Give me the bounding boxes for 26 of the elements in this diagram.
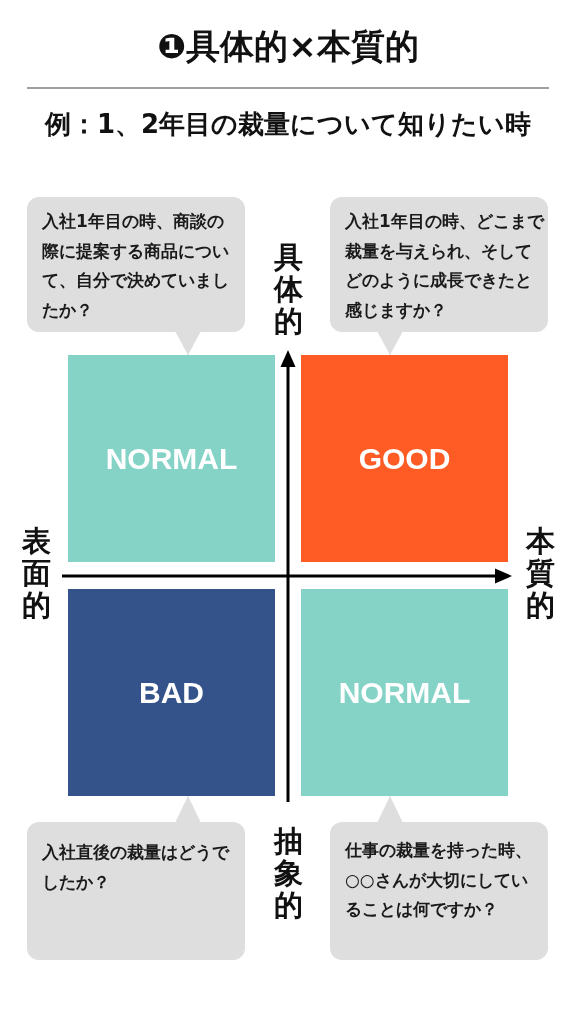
title: ❶具体的×本質的 — [157, 25, 419, 68]
quadrant-box — [301, 589, 508, 796]
axis-label: 本質的 — [525, 526, 555, 622]
question-text: 入社1年目の時、どこまで裁量を与えられ、そしてどのように成長できたと感じますか？ — [345, 210, 546, 322]
speech-bubble — [330, 822, 548, 960]
subtitle: 例：1、2年目の裁量について知りたい時 — [44, 108, 532, 141]
quadrant-label: BAD — [139, 674, 204, 711]
question-text: 入社1年目の時、商談の際に提案する商品について、自分で決めていましたか？ — [42, 210, 230, 322]
question-text: 仕事の裁量を持った時、○○さんが大切にしていることは何ですか？ — [345, 839, 533, 921]
quadrant-label: NORMAL — [105, 440, 238, 477]
question-text: 入社直後の裁量はどうでしたか？ — [42, 841, 231, 894]
callout-pointer — [377, 331, 403, 356]
callout-pointer — [175, 331, 201, 356]
quadrant-label: GOOD — [358, 440, 451, 477]
axis-label: 表面的 — [21, 526, 51, 622]
quadrant-label: NORMAL — [338, 674, 471, 711]
speech-bubble — [330, 197, 548, 332]
quadrant-box — [301, 355, 508, 562]
speech-bubble — [27, 197, 245, 332]
callout-pointer — [175, 795, 201, 823]
axis-label: 具体的 — [273, 242, 303, 338]
quadrant-box — [68, 355, 275, 562]
speech-bubble — [27, 822, 245, 960]
axis-label: 抽象的 — [273, 826, 303, 922]
quadrant-box — [68, 589, 275, 796]
callout-pointer — [377, 795, 403, 823]
